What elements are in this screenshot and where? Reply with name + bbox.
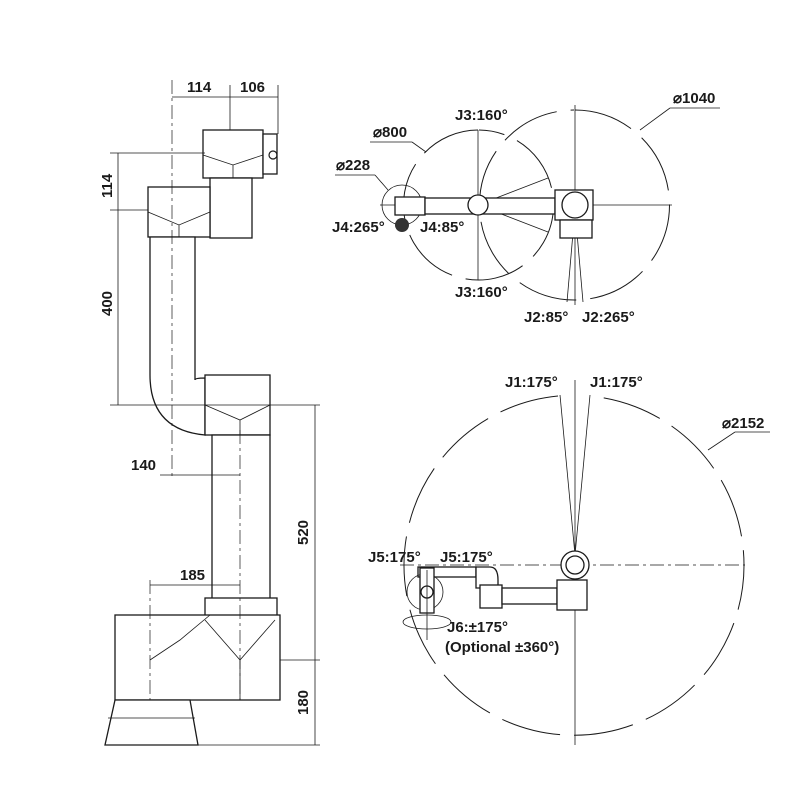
reach-circle-2152 xyxy=(403,395,745,736)
label-dia-800: ⌀800 xyxy=(373,124,407,141)
top-view: ⌀800 ⌀228 ⌀1040 J3:160° J3:160° J4:265° … xyxy=(332,90,720,326)
label-j2-85: J2:85° xyxy=(524,309,568,326)
label-j4-85: J4:85° xyxy=(420,219,464,236)
shoulder-block xyxy=(114,614,281,701)
tool-flange xyxy=(262,133,278,175)
dimension-lines xyxy=(110,85,320,746)
label-j4-265: J4:265° xyxy=(332,219,385,236)
label-j6-optional: (Optional ±360°) xyxy=(445,639,559,656)
label-j1-right: J1:175° xyxy=(590,374,643,391)
label-dia-1040: ⌀1040 xyxy=(673,90,715,107)
dim-114-top: 114 xyxy=(187,79,212,96)
forearm xyxy=(211,434,271,601)
label-j5-left: J5:175° xyxy=(368,549,421,566)
dim-140: 140 xyxy=(131,457,156,474)
side-view: 114 106 114 400 140 520 185 180 xyxy=(99,79,320,746)
wrist-j5-block xyxy=(209,177,253,239)
reach-circle-1040 xyxy=(479,109,670,301)
dim-114-side: 114 xyxy=(99,173,116,198)
tool-flange-top xyxy=(395,218,409,232)
label-j6: J6:±175° xyxy=(447,619,508,636)
label-dia-228: ⌀228 xyxy=(336,157,370,174)
plan-view: J1:175° J1:175° ⌀2152 J5:175° J5:175° J6… xyxy=(368,374,770,745)
arm-link-plan xyxy=(501,587,558,605)
reach-circle-800 xyxy=(403,129,554,281)
label-j1-left: J1:175° xyxy=(505,374,558,391)
arm-link-top xyxy=(424,197,556,215)
shoulder-plan xyxy=(556,579,588,611)
dim-106: 106 xyxy=(240,79,265,96)
label-j3-top: J3:160° xyxy=(455,107,508,124)
label-dia-2152: ⌀2152 xyxy=(722,415,764,432)
dim-520: 520 xyxy=(295,520,312,545)
label-j5-right: J5:175° xyxy=(440,549,493,566)
label-j3-bottom: J3:160° xyxy=(455,284,508,301)
dim-400: 400 xyxy=(99,291,116,316)
base xyxy=(104,699,199,746)
dim-180: 180 xyxy=(295,690,312,715)
flange-connector xyxy=(268,150,278,160)
dim-185: 185 xyxy=(180,567,205,584)
label-j2-265: J2:265° xyxy=(582,309,635,326)
